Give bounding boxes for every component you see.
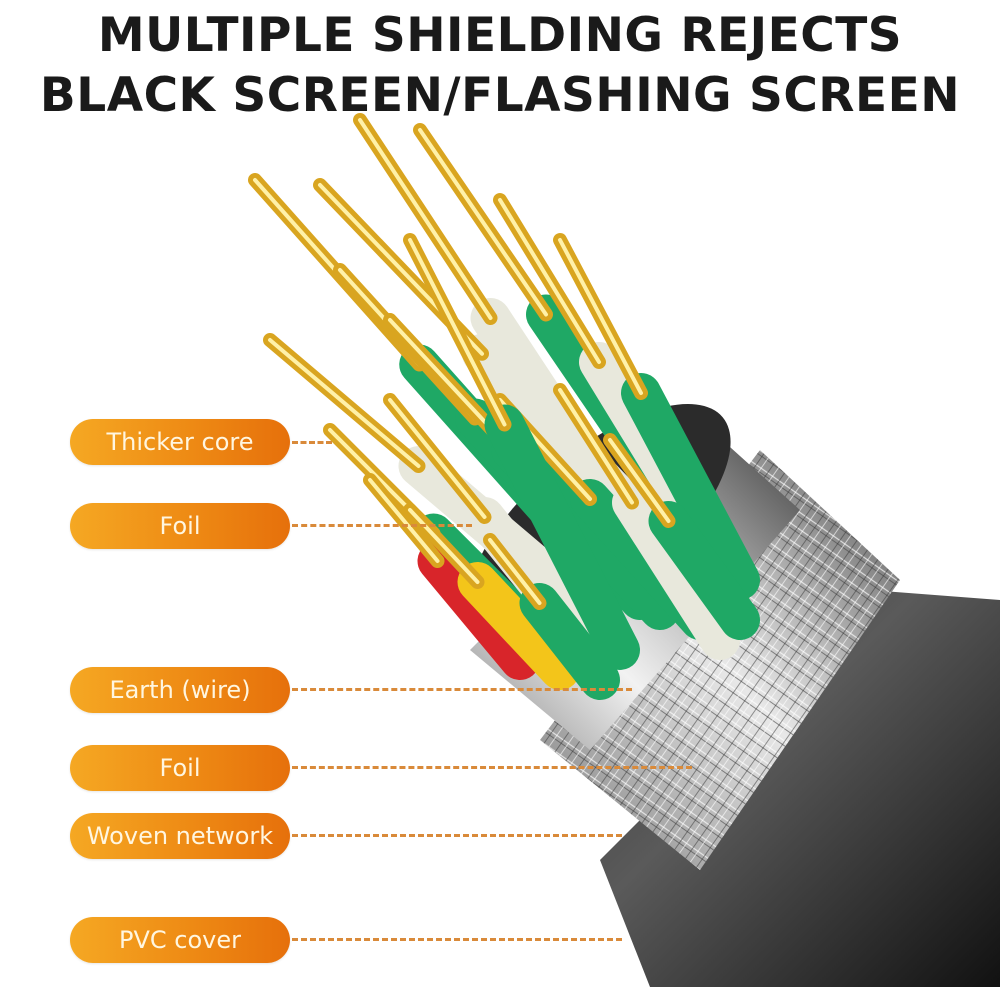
wire-insulation [519, 583, 620, 700]
wire-insulation [457, 562, 580, 690]
gold-pin-highlight [408, 238, 507, 427]
gold-pin-highlight [558, 238, 643, 395]
wire-insulation [484, 404, 640, 670]
callout-leader-line [292, 688, 632, 691]
callout-pvc-cover: PVC cover [70, 917, 290, 963]
callout-leader-line [292, 938, 622, 941]
gold-pin-highlight [268, 338, 421, 468]
callout-earth-wire: Earth (wire) [70, 667, 290, 713]
gold-pin-highlight [358, 118, 493, 320]
callout-leader-line [292, 524, 472, 527]
wire-bundle [248, 113, 760, 700]
gold-pin-highlight [558, 388, 634, 505]
headline-line-1: MULTIPLE SHIELDING REJECTS [97, 8, 903, 63]
gold-pin-highlight [488, 538, 542, 605]
gold-pin-highlight [388, 398, 487, 519]
wire-insulation [621, 373, 760, 600]
gold-pin-highlight [608, 438, 671, 523]
callout-leader-line [292, 441, 332, 444]
callout-foil-inner: Foil [70, 503, 290, 549]
callout-woven-network: Woven network [70, 813, 290, 859]
wire-insulation [612, 482, 740, 660]
pvc-jacket [600, 590, 1000, 987]
gold-pin-highlight [368, 478, 440, 563]
wire-insulation [648, 501, 760, 640]
gold-pin-highlight [418, 128, 548, 317]
callout-leader-line [292, 834, 622, 837]
gold-pin-highlight [498, 198, 601, 364]
headline-line-2: BLACK SCREEN/FLASHING SCREEN [39, 68, 961, 123]
callout-leader-line [292, 766, 692, 769]
callout-thicker-core: Thicker core [70, 419, 290, 465]
callout-foil-outer: Foil [70, 745, 290, 791]
gold-pin-highlight [408, 508, 480, 584]
